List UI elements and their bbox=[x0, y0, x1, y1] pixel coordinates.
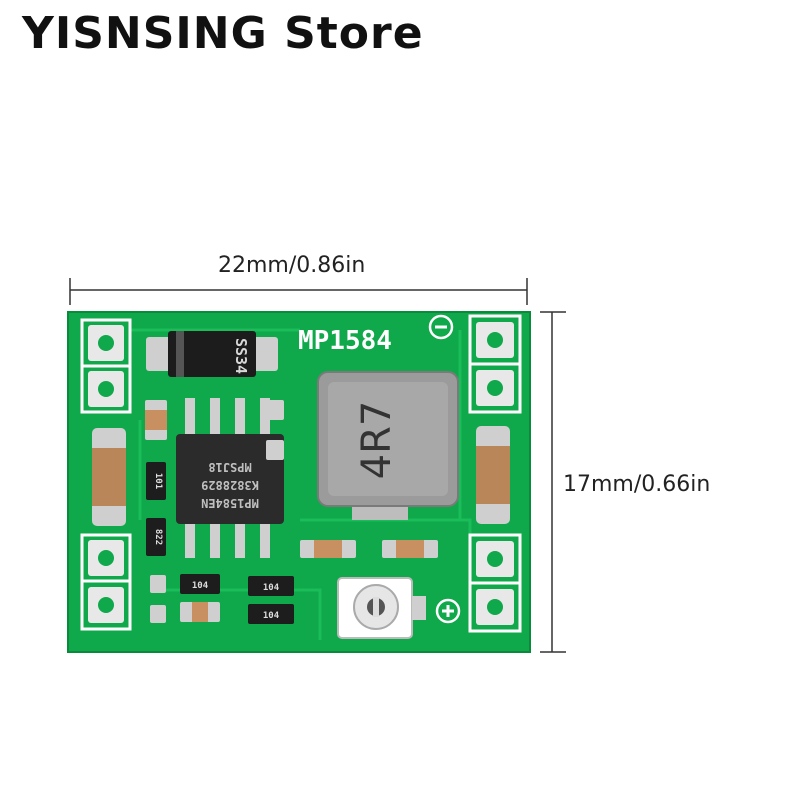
height-dimension-label: 17mm/0.66in bbox=[563, 472, 711, 497]
resistor-104-c: 104 bbox=[248, 604, 294, 624]
svg-text:822: 822 bbox=[153, 529, 163, 545]
svg-text:104: 104 bbox=[192, 581, 209, 591]
width-dimension-line bbox=[69, 278, 528, 305]
svg-text:104: 104 bbox=[263, 583, 280, 593]
capacitor-small-b bbox=[300, 540, 356, 558]
svg-text:101: 101 bbox=[153, 473, 163, 489]
resistor-104-b: 104 bbox=[248, 576, 294, 596]
capacitor-small-c bbox=[382, 540, 438, 558]
height-dimension-line bbox=[540, 311, 566, 653]
diode-ss34: SS34 bbox=[146, 331, 278, 377]
chip-marking-line-3: MPSJ18 bbox=[208, 460, 251, 474]
svg-text:104: 104 bbox=[263, 611, 280, 621]
ic-chip: MPSJ18 K3828829 MP1584EN bbox=[176, 398, 284, 558]
chip-marking-line-2: K3828829 bbox=[201, 478, 259, 492]
inductor-marking: 4R7 bbox=[354, 401, 400, 480]
plus-symbol-icon bbox=[435, 598, 461, 624]
right-pads bbox=[468, 314, 522, 633]
diode-marking: SS34 bbox=[232, 338, 250, 374]
resistor-101: 101 bbox=[146, 462, 166, 500]
potentiometer bbox=[337, 577, 426, 639]
resistor-104-a: 104 bbox=[180, 574, 220, 594]
capacitor-left-large bbox=[92, 428, 126, 526]
store-title: YISNSING Store bbox=[22, 8, 424, 59]
minus-symbol-icon bbox=[428, 314, 454, 340]
silkscreen-model: MP1584 bbox=[298, 326, 392, 356]
capacitor-right-large bbox=[476, 426, 510, 524]
resistor-822: 822 bbox=[146, 518, 166, 556]
capacitor-left-top bbox=[145, 400, 167, 440]
inductor-4r7: 4R7 bbox=[317, 371, 459, 520]
left-pads bbox=[80, 318, 132, 631]
width-dimension-label: 22mm/0.86in bbox=[218, 253, 366, 278]
chip-marking-line-1: MP1584EN bbox=[201, 496, 259, 510]
capacitor-small-a bbox=[180, 602, 220, 622]
